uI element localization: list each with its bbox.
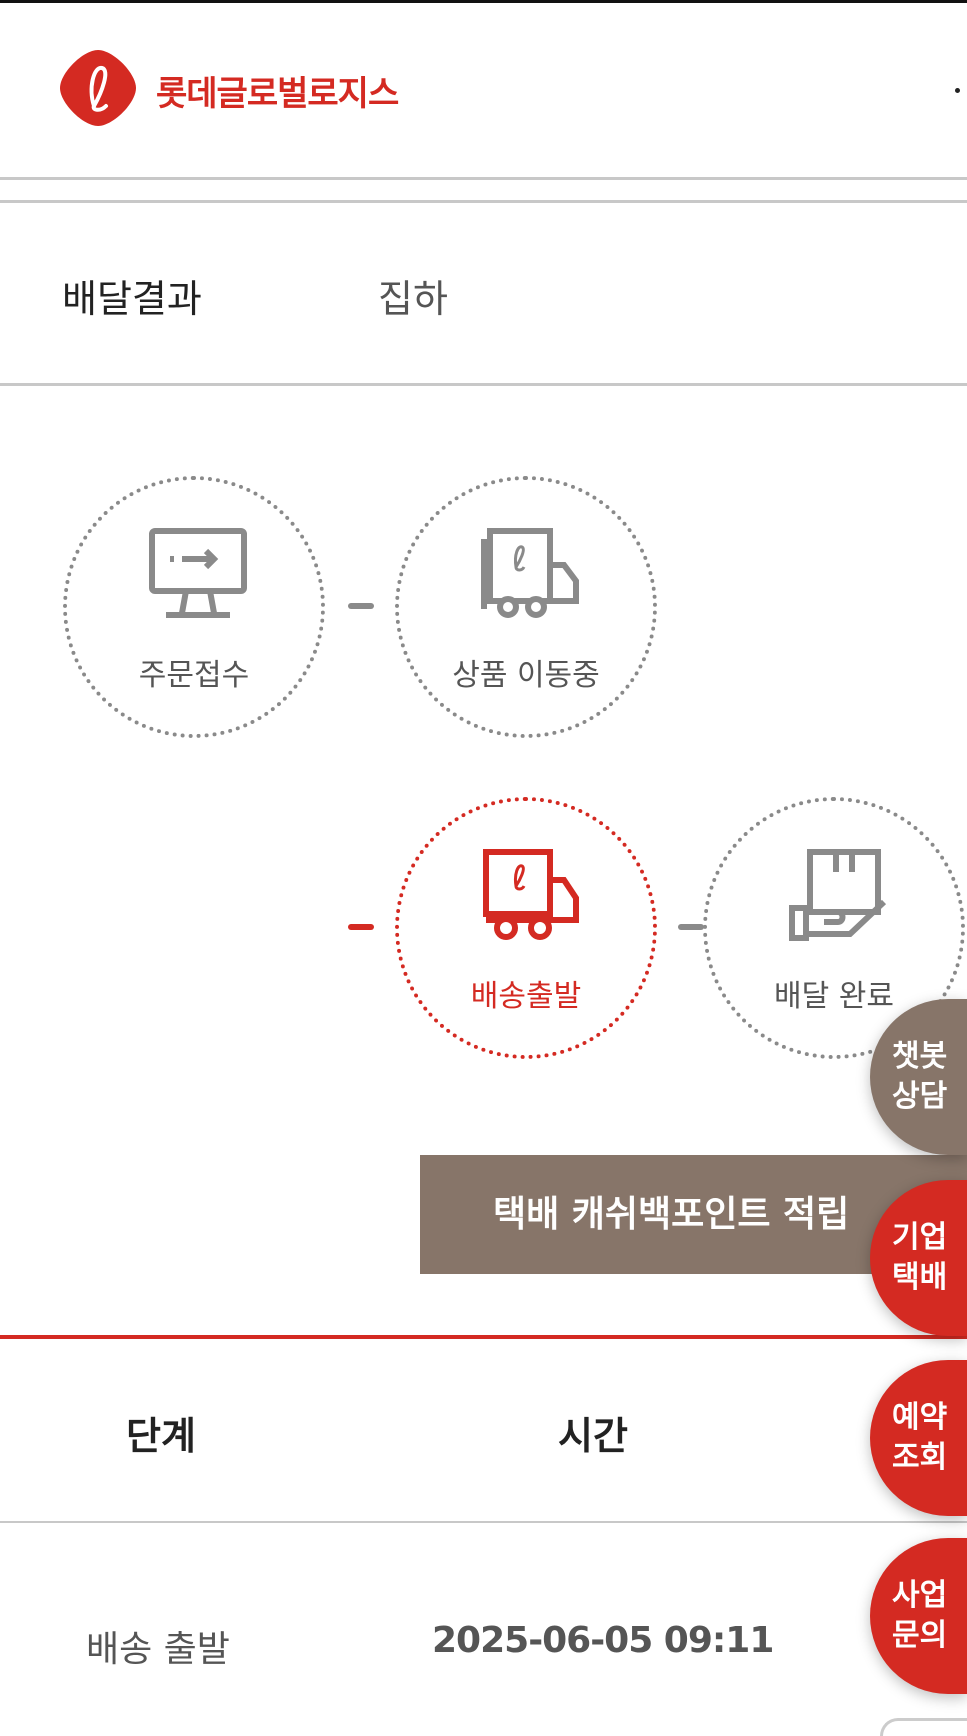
column-header-time: 시간	[558, 1414, 628, 1458]
truck-icon	[480, 525, 580, 625]
step-order-received: 주문접수	[63, 476, 325, 738]
step-in-transit: 상품 이동중	[395, 476, 657, 738]
tab-pickup[interactable]: 집하	[378, 277, 448, 321]
fab-label: 상담	[892, 1079, 948, 1114]
divider	[0, 383, 967, 386]
row-time: 2025-06-05 09:11	[432, 1620, 774, 1661]
divider	[0, 1521, 967, 1523]
step-label: 상품 이동중	[452, 658, 600, 693]
status-bar-edge	[0, 0, 967, 3]
fab-label: 문의	[892, 1618, 948, 1653]
fab-label: 챗봇	[892, 1039, 948, 1074]
menu-icon[interactable]	[955, 88, 960, 93]
fab-label: 기업	[892, 1220, 948, 1255]
step-label: 배달 완료	[774, 979, 894, 1014]
logo-text: 롯데글로벌로지스	[156, 74, 399, 114]
divider	[0, 177, 967, 180]
fab-label: 사업	[892, 1578, 948, 1613]
truck-icon	[480, 846, 580, 946]
step-delivered: 배달 완료	[703, 797, 965, 1059]
column-header-stage: 단계	[126, 1414, 196, 1458]
fab-label: 택배	[892, 1260, 948, 1295]
step-label: 배송출발	[470, 979, 582, 1014]
scroll-top-button[interactable]	[880, 1718, 967, 1736]
step-connector-active	[348, 924, 374, 930]
step-out-for-delivery: 배송출발	[395, 797, 657, 1059]
step-connector	[348, 603, 374, 609]
step-connector	[678, 924, 704, 930]
fab-label: 예약	[892, 1400, 948, 1435]
row-stage: 배송 출발	[86, 1629, 230, 1670]
divider	[0, 200, 967, 203]
table-top-border	[0, 1335, 967, 1339]
step-label: 주문접수	[138, 658, 250, 693]
lotte-logo-icon[interactable]	[58, 48, 138, 128]
tab-delivery-result[interactable]: 배달결과	[62, 277, 202, 321]
fab-label: 조회	[892, 1440, 948, 1475]
package-hand-icon	[788, 846, 888, 946]
monitor-icon	[148, 525, 248, 625]
